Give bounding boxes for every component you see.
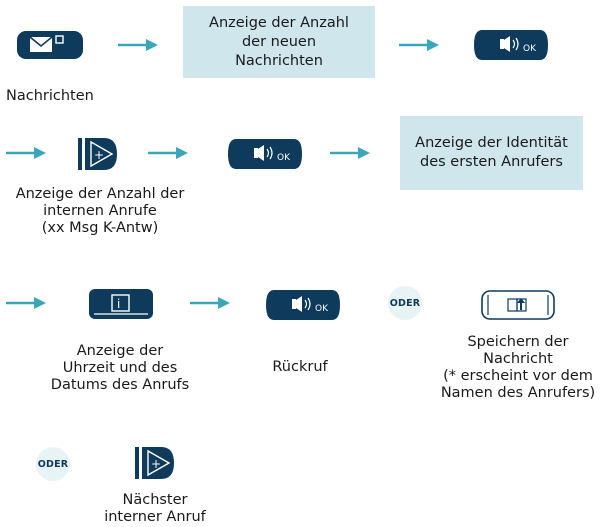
next-key[interactable]: + bbox=[135, 446, 175, 480]
speaker-icon bbox=[500, 36, 520, 52]
speaker-icon bbox=[292, 296, 312, 312]
next-key[interactable]: + bbox=[78, 137, 118, 171]
flow-arrow bbox=[148, 147, 188, 159]
save-key[interactable] bbox=[481, 290, 555, 320]
info-key[interactable]: i bbox=[88, 288, 154, 320]
ok-text: OK bbox=[315, 304, 329, 314]
uhrzeit-label: Anzeige der Uhrzeit und des Datums des A… bbox=[50, 343, 190, 393]
ok-key[interactable]: OK bbox=[264, 289, 342, 321]
speaker-icon bbox=[254, 145, 274, 161]
flow-arrow bbox=[6, 147, 46, 159]
ok-key[interactable]: OK bbox=[226, 138, 304, 170]
next-icon bbox=[147, 451, 169, 475]
rueckruf-label: Rückruf bbox=[272, 359, 328, 375]
flow-arrow bbox=[118, 39, 158, 51]
book-icon bbox=[508, 298, 526, 312]
ok-key[interactable]: OK bbox=[472, 29, 550, 61]
anzahl-anrufe-label: Anzeige der Anzahl der internen Anrufe (… bbox=[15, 186, 185, 236]
next-plus-text: + bbox=[94, 148, 104, 162]
info-box-first-caller: Anzeige der Identität des ersten Anrufer… bbox=[400, 116, 583, 190]
flow-arrow bbox=[6, 297, 46, 309]
info-box-message-count: Anzeige der Anzahl der neuen Nachrichten bbox=[183, 6, 375, 78]
oder-badge: ODER bbox=[388, 286, 422, 320]
info-icon bbox=[112, 295, 129, 311]
nachrichten-label: Nachrichten bbox=[6, 88, 94, 104]
info-letter-text: i bbox=[117, 297, 120, 311]
message-icon bbox=[30, 37, 52, 52]
ok-text: OK bbox=[277, 153, 291, 163]
message-key[interactable] bbox=[16, 30, 84, 60]
naechster-anruf-label: Nächster interner Anruf bbox=[104, 492, 206, 525]
next-plus-text: + bbox=[151, 457, 161, 471]
flow-arrow bbox=[330, 147, 370, 159]
oder-badge: ODER bbox=[36, 447, 70, 481]
flow-arrow bbox=[190, 297, 230, 309]
speichern-label: Speichern der Nachricht (* erscheint vor… bbox=[440, 334, 596, 401]
next-icon bbox=[90, 142, 112, 166]
flow-arrow bbox=[399, 39, 439, 51]
ok-text: OK bbox=[523, 44, 537, 54]
